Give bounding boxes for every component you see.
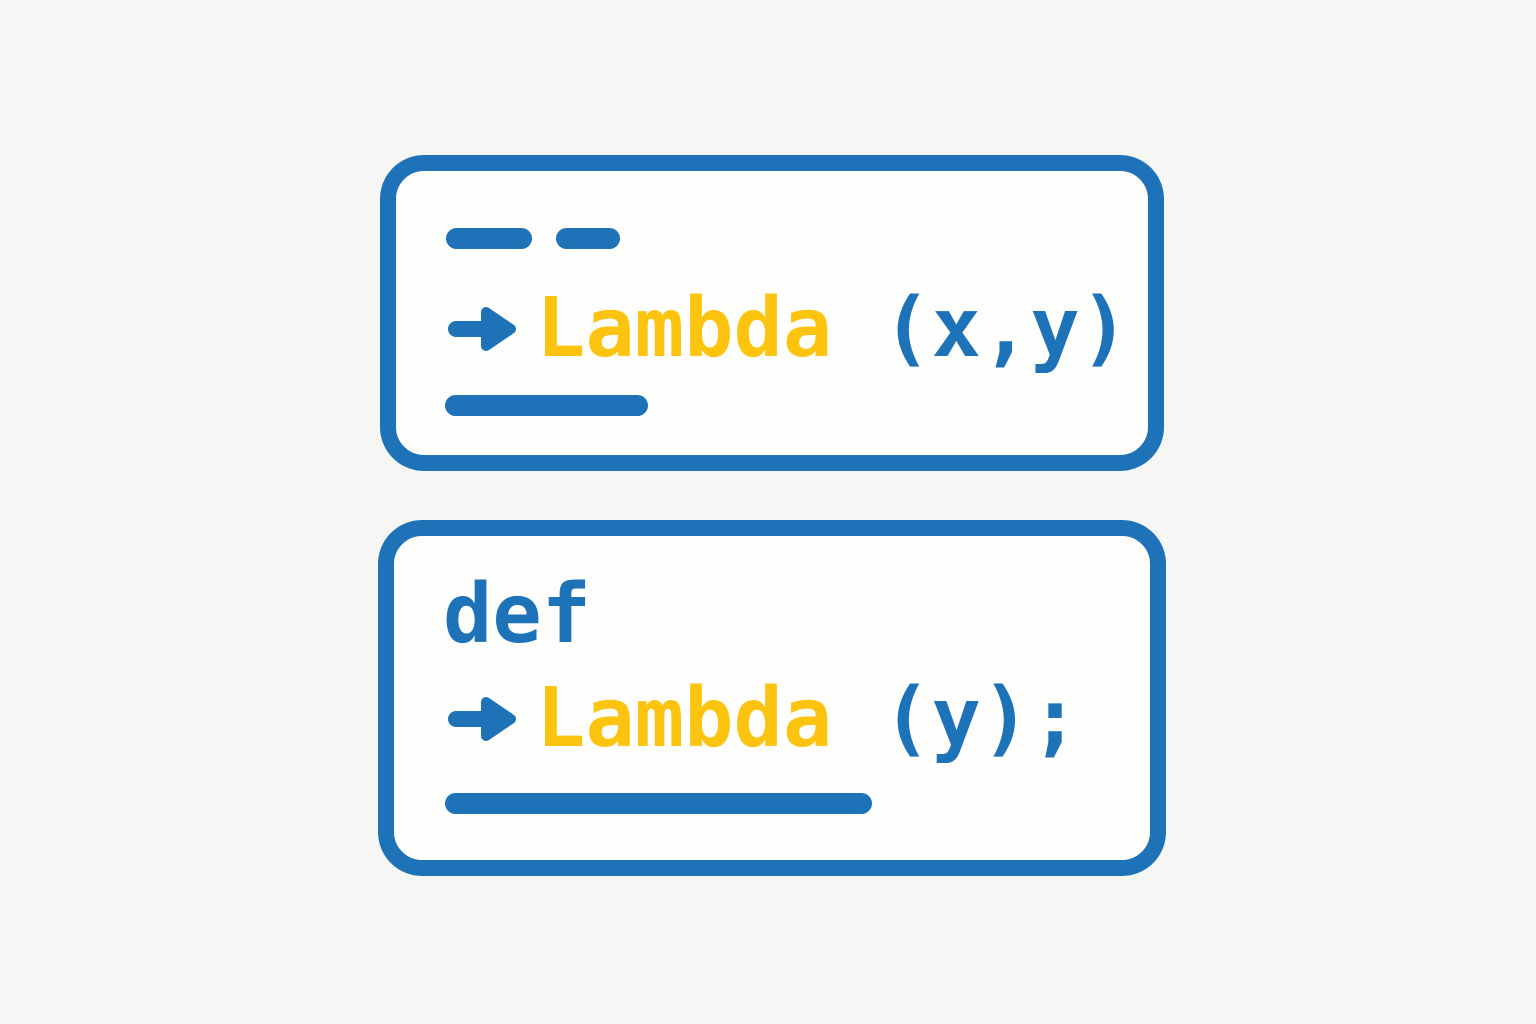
arrow-right-icon bbox=[448, 697, 516, 741]
lambda-params: (y); bbox=[882, 671, 1080, 766]
code-placeholder-underline bbox=[445, 793, 872, 814]
code-placeholder-underline bbox=[445, 395, 648, 416]
lambda-params: (x,y) bbox=[882, 281, 1130, 376]
code-placeholder-dash bbox=[446, 228, 532, 249]
lambda-expression-card: Lambda (x,y) bbox=[380, 155, 1164, 471]
arrow-right-icon bbox=[448, 307, 516, 351]
def-function-card: def Lambda (y); bbox=[378, 520, 1166, 876]
def-keyword: def bbox=[443, 567, 592, 662]
def-code-line: Lambda (y); bbox=[447, 673, 1080, 765]
lambda-keyword: Lambda bbox=[536, 671, 833, 766]
lambda-keyword: Lambda bbox=[536, 281, 833, 376]
code-placeholder-dash bbox=[556, 228, 620, 249]
lambda-code-line: Lambda (x,y) bbox=[447, 283, 1129, 375]
